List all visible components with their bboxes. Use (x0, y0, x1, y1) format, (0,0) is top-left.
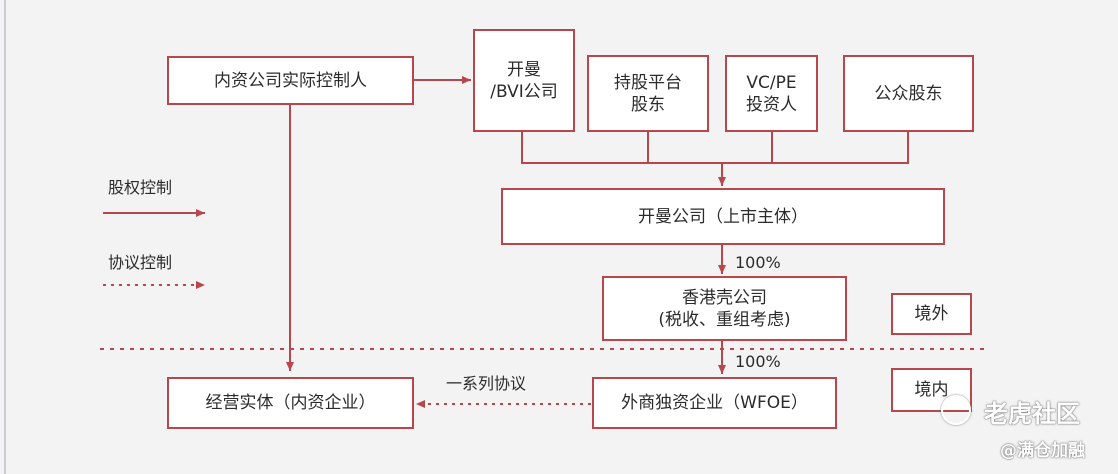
wfoe-box: 外商独资企业（WFOE） (592, 377, 837, 429)
watermark-logo-icon (941, 395, 971, 425)
cayman-listed-label: 开曼公司（上市主体） (638, 206, 808, 227)
cayman-bvi-label-line2: /BVI公司 (490, 81, 558, 102)
left-border (4, 0, 6, 474)
cayman-listed-box: 开曼公司（上市主体） (501, 188, 945, 245)
vcpe-box: VC/PE 投资人 (725, 55, 818, 132)
hk-shell-label-line1: 香港壳公司 (681, 287, 767, 308)
ownership-pct-label-2: 100% (735, 352, 781, 371)
public-shareholders-box: 公众股东 (843, 55, 974, 132)
operating-entity-box: 经营实体（内资企业） (167, 377, 414, 429)
domestic-controller-label: 内资公司实际控制人 (214, 70, 367, 91)
vcpe-label-line2: 投资人 (746, 94, 797, 115)
agreements-label: 一系列协议 (446, 374, 527, 393)
holding-platform-box: 持股平台 股东 (587, 55, 709, 132)
legend-equity-control-label: 股权控制 (108, 178, 173, 197)
holding-platform-label-line2: 股东 (631, 94, 665, 115)
offshore-label: 境外 (914, 304, 949, 324)
hk-shell-box: 香港壳公司 (税收、重组考虑) (602, 276, 847, 341)
public-shareholders-label: 公众股东 (874, 83, 943, 104)
legend-agreement-control-label: 协议控制 (108, 253, 173, 272)
vcpe-label-line1: VC/PE (746, 72, 797, 93)
holding-platform-label-line1: 持股平台 (614, 72, 682, 93)
onshore-label: 境内 (914, 380, 949, 400)
watermark-brand: 老虎社区 (984, 400, 1080, 428)
offshore-box: 境外 (891, 293, 972, 335)
wfoe-label: 外商独资企业（WFOE） (621, 393, 808, 413)
operating-entity-label: 经营实体（内资企业） (205, 393, 376, 413)
cayman-bvi-box: 开曼 /BVI公司 (473, 29, 575, 132)
cayman-bvi-label-line1: 开曼 (506, 59, 541, 80)
watermark-handle: @满仓加融 (1000, 441, 1085, 461)
hk-shell-label-line2: (税收、重组考虑) (658, 309, 791, 330)
domestic-controller-box: 内资公司实际控制人 (167, 56, 414, 105)
ownership-pct-label-1: 100% (735, 253, 781, 272)
